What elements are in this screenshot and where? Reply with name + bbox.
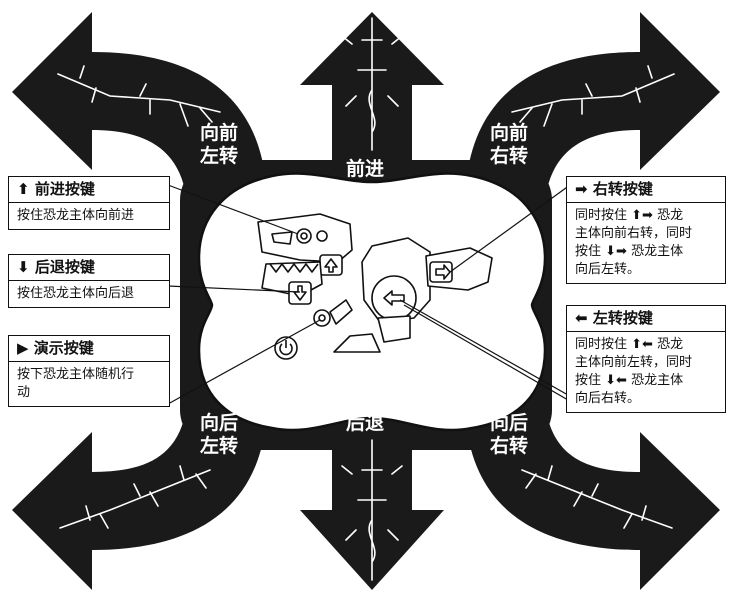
label-line: 左转 [200,435,239,457]
desc-line: 动 [17,385,31,400]
callout-leaders [167,184,571,405]
left-turn-key-desc: 同时按住 ⬆⬅ 恐龙 主体向前左转，同时 按住 ⬇⬅ 恐龙主体 向后右转。 [567,332,725,412]
forward-dino-sketch [341,17,403,151]
dinosaur-robot-illustration [257,213,493,360]
up-arrow-icon: ⬆➡ [631,208,653,223]
up-arrow-icon: ⬆⬅ [631,337,653,352]
desc-line: 按住 ⬇⬅ 恐龙主体 [575,372,717,390]
left-arrow-icon: ⬅ [575,309,588,327]
back-right-dino-sketch [521,465,673,529]
dino-eye-inner-icon [300,232,308,240]
desc-text: 按住 [575,244,602,259]
right-turn-key-desc: 同时按住 ⬆➡ 恐龙 主体向前右转，同时 按住 ⬇➡ 恐龙主体 向后左转。 [567,203,725,283]
right-turn-key-title: ➡ 右转按键 [567,177,725,203]
title-text: 右转按键 [592,180,653,198]
desc-text: 恐龙主体 [631,373,684,388]
left-turn-key-callout: ⬅ 左转按键 同时按住 ⬆⬅ 恐龙 主体向前左转，同时 按住 ⬇⬅ 恐龙主体 向… [566,305,726,413]
forward-button-glyph [324,258,338,273]
down-arrow-icon: ⬇⬅ [605,373,627,388]
desc-text: 按住 [575,373,602,388]
desc-line: 同时按住 ⬆⬅ 恐龙 [575,336,717,354]
leader-right-turn [449,184,571,273]
desc-text: 恐龙主体 [631,244,684,259]
left-turn-dial-icon [371,275,417,321]
desc-line: 按住 ⬇➡ 恐龙主体 [575,243,717,261]
demo-key-callout: ▶ 演示按键 按下恐龙主体随机行 动 [8,335,170,407]
demo-key-title: ▶ 演示按键 [9,336,169,362]
forward-key-desc: 按住恐龙主体向前进 [17,208,135,223]
desc-line: 主体向前右转，同时 [575,226,693,241]
arrow-label-forward-left: 向前 左转 [200,122,238,168]
leader-demo [167,319,321,405]
arrow-label-forward: 前进 [346,158,384,181]
back-key-title: ⬇ 后退按键 [9,255,169,281]
arrow-label-back-left: 向后 左转 [200,412,238,458]
arrow-label-back-right: 向后 右转 [490,412,528,458]
dino-base [333,333,381,353]
forward-left-dino-sketch [57,65,221,127]
down-arrow-icon: ⬇ [17,258,30,276]
right-turn-glyph [435,264,451,280]
desc-line: 主体向前左转，同时 [575,355,693,370]
desc-line: 向后左转。 [575,262,641,277]
leader-left-turn-b [403,304,569,401]
dino-leg [377,315,411,343]
desc-line: 向后右转。 [575,391,641,406]
desc-text: 同时按住 [575,337,628,352]
forward-right-dino-sketch [511,65,675,127]
back-key-callout: ⬇ 后退按键 按住恐龙主体向后退 [8,254,170,308]
leader-back [167,285,301,293]
down-arrow-icon: ⬇➡ [605,244,627,259]
dino-nose [271,231,293,245]
arrow-label-forward-right: 向前 右转 [490,122,528,168]
leader-left-turn-a [399,299,569,396]
label-line: 前进 [346,158,385,180]
desc-text: 恐龙 [657,337,684,352]
desc-line: 按下恐龙主体随机行 [17,367,135,382]
forward-key-title: ⬆ 前进按键 [9,177,169,203]
forward-key-callout: ⬆ 前进按键 按住恐龙主体向前进 [8,176,170,230]
title-text: 前进按键 [34,180,95,198]
leader-forward [167,184,299,235]
dino-arm [329,299,353,325]
back-button-icon [288,281,312,305]
right-turn-button-icon [429,261,453,283]
label-line: 向后 [490,412,529,434]
right-arrow-icon: ➡ [575,180,588,198]
label-line: 右转 [490,145,529,167]
title-text: 演示按键 [33,339,94,357]
demo-key-desc: 按下恐龙主体随机行 动 [9,362,169,406]
label-line: 后退 [346,412,385,434]
desc-text: 恐龙 [657,208,684,223]
right-turn-key-callout: ➡ 右转按键 同时按住 ⬆➡ 恐龙 主体向前右转，同时 按住 ⬇➡ 恐龙主体 向… [566,176,726,284]
label-line: 右转 [490,435,529,457]
arrow-dinosaur-sketches [57,17,675,581]
left-turn-key-title: ⬅ 左转按键 [567,306,725,332]
label-line: 向前 [490,122,529,144]
back-left-dino-sketch [59,465,211,529]
desc-line: 同时按住 ⬆➡ 恐龙 [575,207,717,225]
arrow-label-back: 后退 [346,412,384,435]
label-line: 向前 [200,122,239,144]
demo-button-inner-icon [318,314,326,322]
label-line: 向后 [200,412,239,434]
up-arrow-icon: ⬆ [17,180,30,198]
play-triangle-icon: ▶ [17,339,29,357]
title-text: 后退按键 [34,258,95,276]
title-text: 左转按键 [592,309,653,327]
dino-eye-right-icon [316,230,328,242]
desc-text: 同时按住 [575,208,628,223]
dino-teeth [269,263,319,273]
back-key-desc: 按住恐龙主体向后退 [17,286,135,301]
power-glyph [279,340,293,356]
left-turn-glyph [383,290,405,306]
back-dino-sketch [341,439,403,581]
label-line: 左转 [200,145,239,167]
